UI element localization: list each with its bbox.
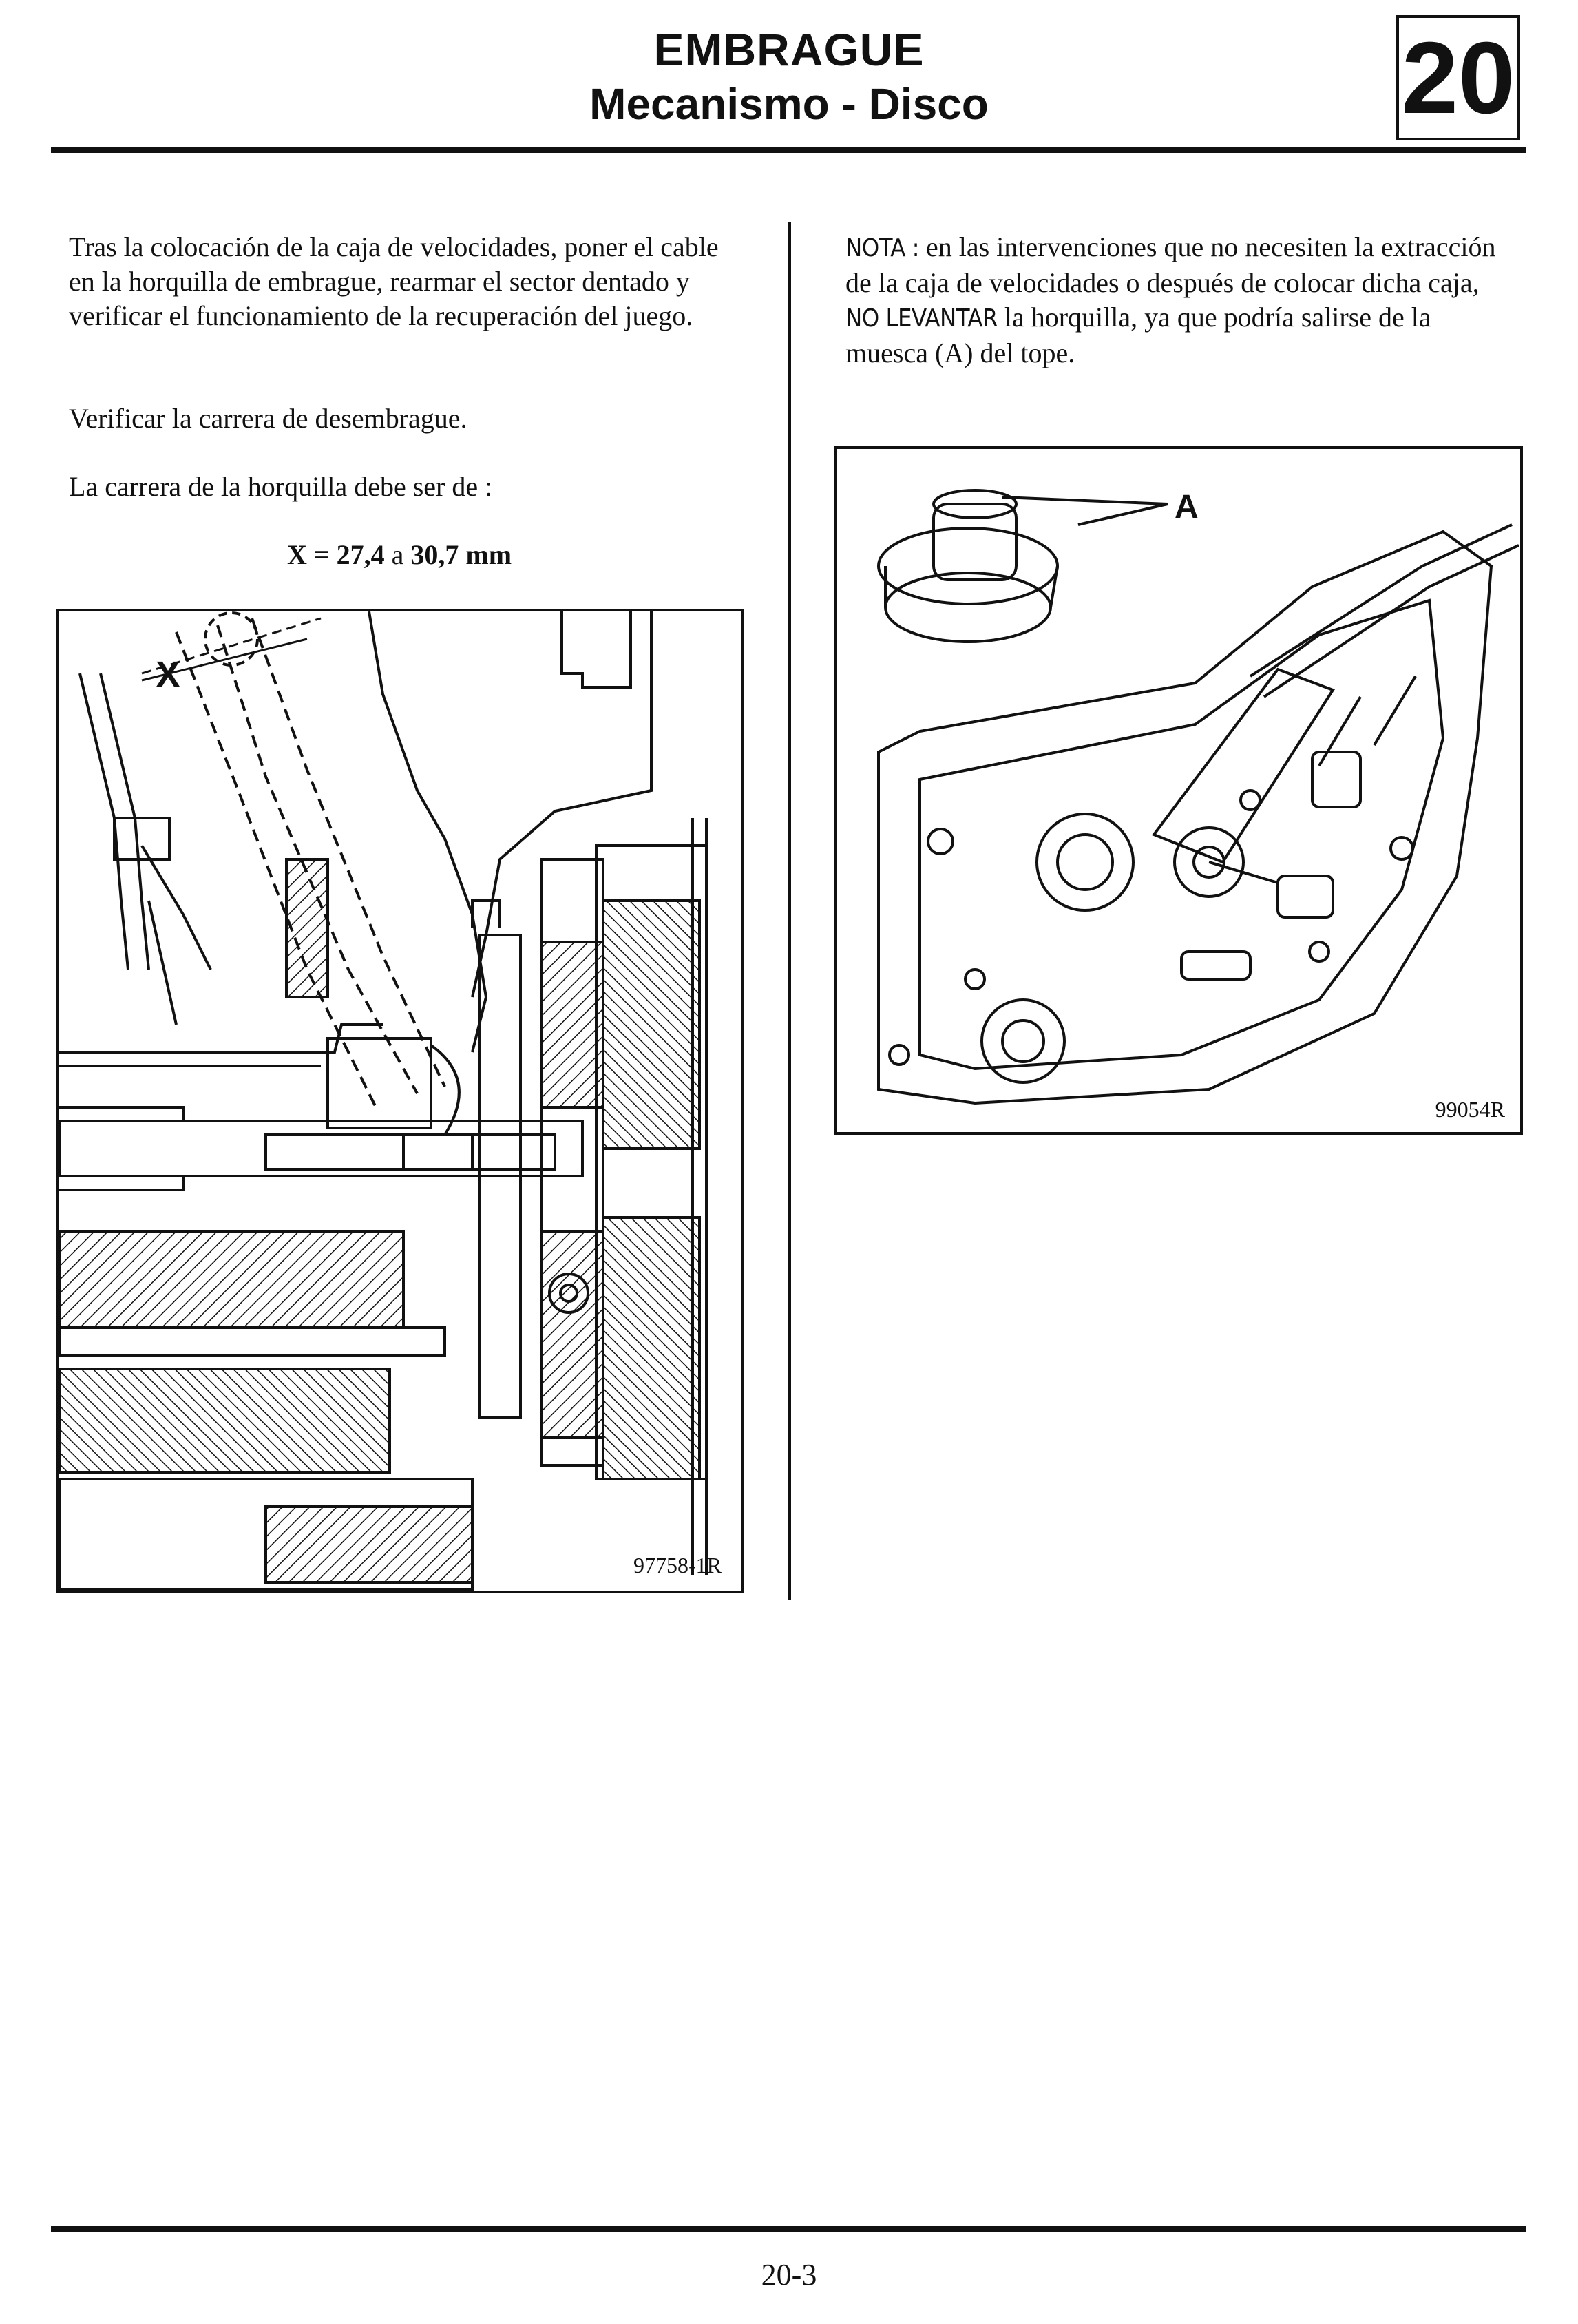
clutch-cross-section-figure: X 97758-1R <box>56 609 744 1593</box>
spec-max-value: 30,7 mm <box>410 539 512 570</box>
gearbox-release-bearing-figure: A 99054R <box>834 446 1523 1135</box>
page-title: EMBRAGUE <box>653 24 925 75</box>
page-number: 20-3 <box>761 2258 817 2292</box>
note-label: NOTA : <box>845 234 920 262</box>
chapter-number-box: 20 <box>1396 15 1520 140</box>
callout-a-label: A <box>1175 489 1199 525</box>
verify-travel-instruction: Verificar la carrera de desembrague. <box>69 403 467 434</box>
footer-rule <box>51 2226 1526 2232</box>
header-rule <box>51 147 1526 153</box>
spec-x-value: X = 27,4 <box>286 539 385 570</box>
page-subtitle: Mecanismo - Disco <box>589 79 989 129</box>
figure-id-99054: 99054R <box>1435 1097 1505 1122</box>
figure-id-97758: 97758-1R <box>633 1553 722 1578</box>
fork-travel-instruction: La carrera de la horquilla debe ser de : <box>69 471 493 502</box>
note-emphasis: NO LEVANTAR <box>845 304 998 333</box>
note-paragraph: NOTA : en las intervenciones que no nece… <box>845 230 1506 370</box>
spec-connector: a <box>384 539 411 570</box>
reassembly-instructions: Tras la colocación de la caja de velocid… <box>69 231 719 331</box>
gearbox-release-bearing-drawing: A <box>877 489 1519 1105</box>
x-dimension-marker: X <box>156 654 180 695</box>
clutch-cross-section-drawing: X <box>59 611 708 1591</box>
note-text-part2: la horquilla, ya que podría salirse de l… <box>845 302 1431 368</box>
note-text-part1: en las intervenciones que no necesiten l… <box>845 231 1496 298</box>
column-divider <box>788 222 791 1600</box>
fork-travel-spec: X = 27,4 a 30,7 mm <box>69 538 730 571</box>
